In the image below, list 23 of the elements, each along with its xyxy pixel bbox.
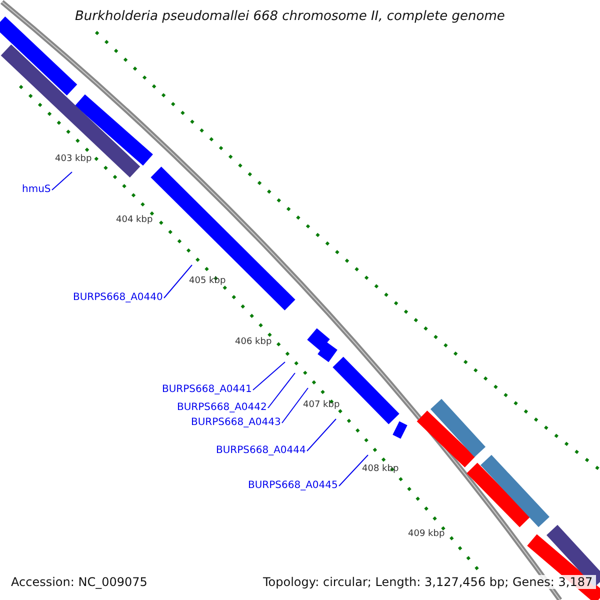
gene-label: BURPS668_A0445 xyxy=(248,481,338,491)
position-label: 409 kbp xyxy=(408,530,445,539)
leader-line xyxy=(252,362,286,390)
gene-label: BURPS668_A0444 xyxy=(216,446,306,456)
gene-label: hmuS xyxy=(22,185,51,195)
gene-label: BURPS668_A0442 xyxy=(177,403,267,413)
leader-line xyxy=(306,418,336,452)
leader-line xyxy=(282,388,308,424)
gene-label: BURPS668_A0441 xyxy=(162,385,252,395)
leader-line xyxy=(338,454,368,486)
position-label: 403 kbp xyxy=(55,155,92,164)
leader-line xyxy=(164,264,192,298)
position-label: 405 kbp xyxy=(189,277,226,286)
position-label: 408 kbp xyxy=(362,465,399,474)
diagram-title: Burkholderia pseudomallei 668 chromosome II, complete genome xyxy=(75,10,505,23)
footer-text: Topology: circular; Length: 3,127,456 bp; Genes: 3,187 xyxy=(260,575,596,589)
leader-line xyxy=(268,372,296,408)
gene-label: BURPS668_A0443 xyxy=(191,418,281,428)
position-label: 404 kbp xyxy=(116,216,153,225)
position-label: 407 kbp xyxy=(303,401,340,410)
position-label: 406 kbp xyxy=(235,338,272,347)
gene-label: BURPS668_A0440 xyxy=(73,293,163,303)
leader-line xyxy=(52,172,72,190)
